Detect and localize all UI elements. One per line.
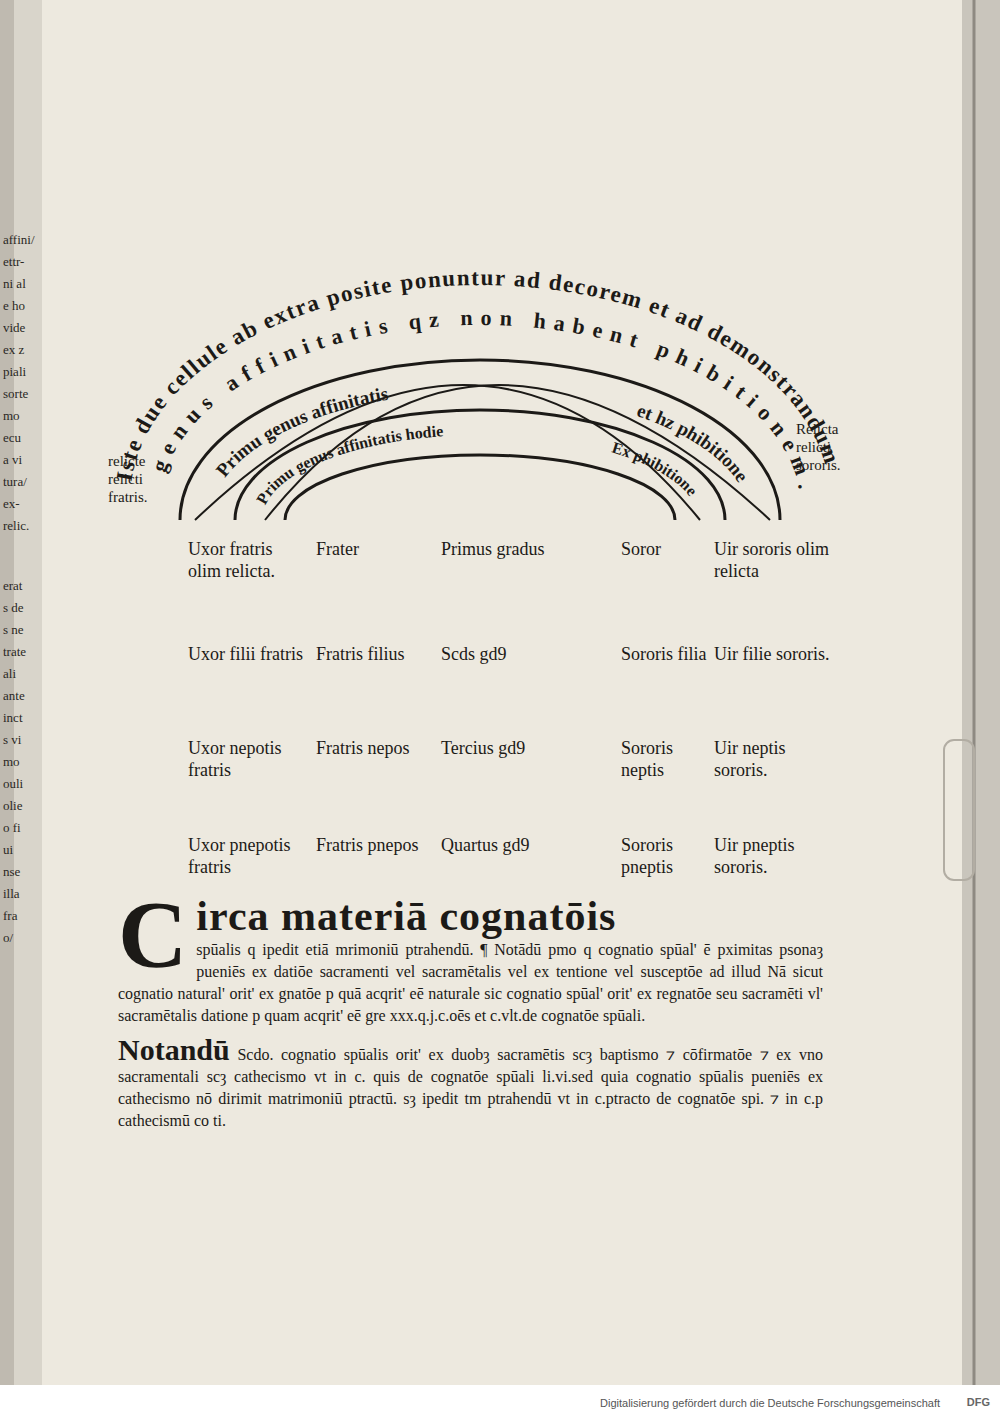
facing-page-fragment: ui xyxy=(3,842,39,858)
facing-page-fragment: ali xyxy=(3,666,39,682)
degree-label: Tercius gd9 xyxy=(441,737,561,759)
facing-page-fragment: ouli xyxy=(3,776,39,792)
degree-label: Primus gradus xyxy=(441,538,561,560)
arc-text: genus affinitatis qz non habent phibitio… xyxy=(146,305,819,490)
kin-label: Soror xyxy=(621,538,713,560)
crossing-arc xyxy=(195,385,700,520)
facing-page-fragment: ettr- xyxy=(3,254,39,270)
facing-page-fragment: ni al xyxy=(3,276,39,292)
facing-page-fragment: vide xyxy=(3,320,39,336)
facing-page-fragment: nse xyxy=(3,864,39,880)
kin-label: Sororis pneptis xyxy=(621,834,713,878)
kin-label: Uxor fratris olim relicta. xyxy=(188,538,306,582)
side-label: relicte relicti fratris. xyxy=(108,452,170,506)
funder-logo: DFG xyxy=(967,1396,990,1408)
kin-label: Fratris filius xyxy=(316,643,426,665)
facing-page-fragment: mo xyxy=(3,754,39,770)
facing-page-fragment: s de xyxy=(3,600,39,616)
paragraph-heading: Notandū xyxy=(118,1033,230,1066)
digitization-note: Digitalisierung gefördert durch die Deut… xyxy=(600,1397,940,1409)
degree-label: Scds gd9 xyxy=(441,643,561,665)
facing-page-fragment: trate xyxy=(3,644,39,660)
facing-page-fragment: o/ xyxy=(3,930,39,946)
side-label: Relicta relicti sororis. xyxy=(796,420,876,474)
facing-page-fragment: affini/ xyxy=(3,232,39,248)
clip-mark xyxy=(944,740,974,880)
facing-page-fragment: a vi xyxy=(3,452,39,468)
facing-page xyxy=(0,0,42,1385)
arc-text: Ex phibitione xyxy=(610,439,701,499)
facing-page-fragment: s vi xyxy=(3,732,39,748)
facing-page-fragment: ecu xyxy=(3,430,39,446)
kin-label: Sororis neptis xyxy=(621,737,713,781)
kin-label: Uxor filii fratris xyxy=(188,643,306,665)
facing-page-fragment: ante xyxy=(3,688,39,704)
kin-label: Uxor nepotis fratris xyxy=(188,737,306,781)
text-arc-path xyxy=(160,325,800,505)
section-heading: Circa materiā cognatōis xyxy=(118,893,823,939)
arc-text: genus affinitatis qz non habent phibitio… xyxy=(146,305,819,490)
paragraph-wrap: Notandū Scdo. cognatio spūalis orit' ex … xyxy=(118,1035,823,1132)
facing-page-fragment: o fi xyxy=(3,820,39,836)
facing-page-fragment: ex z xyxy=(3,342,39,358)
arc-text: Ex phibitione xyxy=(610,439,701,499)
facing-page-fragment: illa xyxy=(3,886,39,902)
facing-page-fragment: fra xyxy=(3,908,39,924)
page-edge-line xyxy=(973,0,976,1385)
footer-strip xyxy=(0,1385,1000,1419)
arc-line xyxy=(285,455,675,520)
page-edge xyxy=(962,0,1000,1385)
kin-label: Uir sororis olim relicta xyxy=(714,538,832,582)
facing-page-fragment: e ho xyxy=(3,298,39,314)
facing-page-fragment: relic. xyxy=(3,518,39,534)
facing-page-fragment: inct xyxy=(3,710,39,726)
facing-page-fragment: sorte xyxy=(3,386,39,402)
kin-label: Uir pneptis sororis. xyxy=(714,834,832,878)
kin-label: Fratris pnepos xyxy=(316,834,426,856)
arc-line xyxy=(180,360,780,520)
arc-text: Primu genus affinitatis hodie xyxy=(253,422,444,507)
facing-page-fragment: tura/ xyxy=(3,474,39,490)
kin-label: Fratris nepos xyxy=(316,737,426,759)
text-block: Circa materiā cognatōisspūalis q ipedit … xyxy=(118,893,823,1132)
text-arc-path xyxy=(130,285,830,500)
kin-label: Uir filie sororis. xyxy=(714,643,832,665)
kin-label: Frater xyxy=(316,538,426,560)
arc-text: et hz phibitione xyxy=(634,399,752,485)
facing-page-fragment: s ne xyxy=(3,622,39,638)
facing-page-fragment: piali xyxy=(3,364,39,380)
facing-page-fragment: ex- xyxy=(3,496,39,512)
arc-text: Primu genus affinitatis hodie xyxy=(253,422,444,507)
facing-page-fragment: olie xyxy=(3,798,39,814)
kin-label: Uir neptis sororis. xyxy=(714,737,832,781)
facing-page-fragment: mo xyxy=(3,408,39,424)
degree-label: Quartus gd9 xyxy=(441,834,561,856)
arc-text: et hz phibitione xyxy=(634,399,752,485)
kin-label: Sororis filia xyxy=(621,643,713,665)
paragraph: spūalis q ipedit etiā mrimoniū ptrahendū… xyxy=(118,939,823,1027)
arc-line xyxy=(235,410,725,520)
facing-page-fragment: erat xyxy=(3,578,39,594)
kin-label: Uxor pnepotis fratris xyxy=(188,834,306,878)
